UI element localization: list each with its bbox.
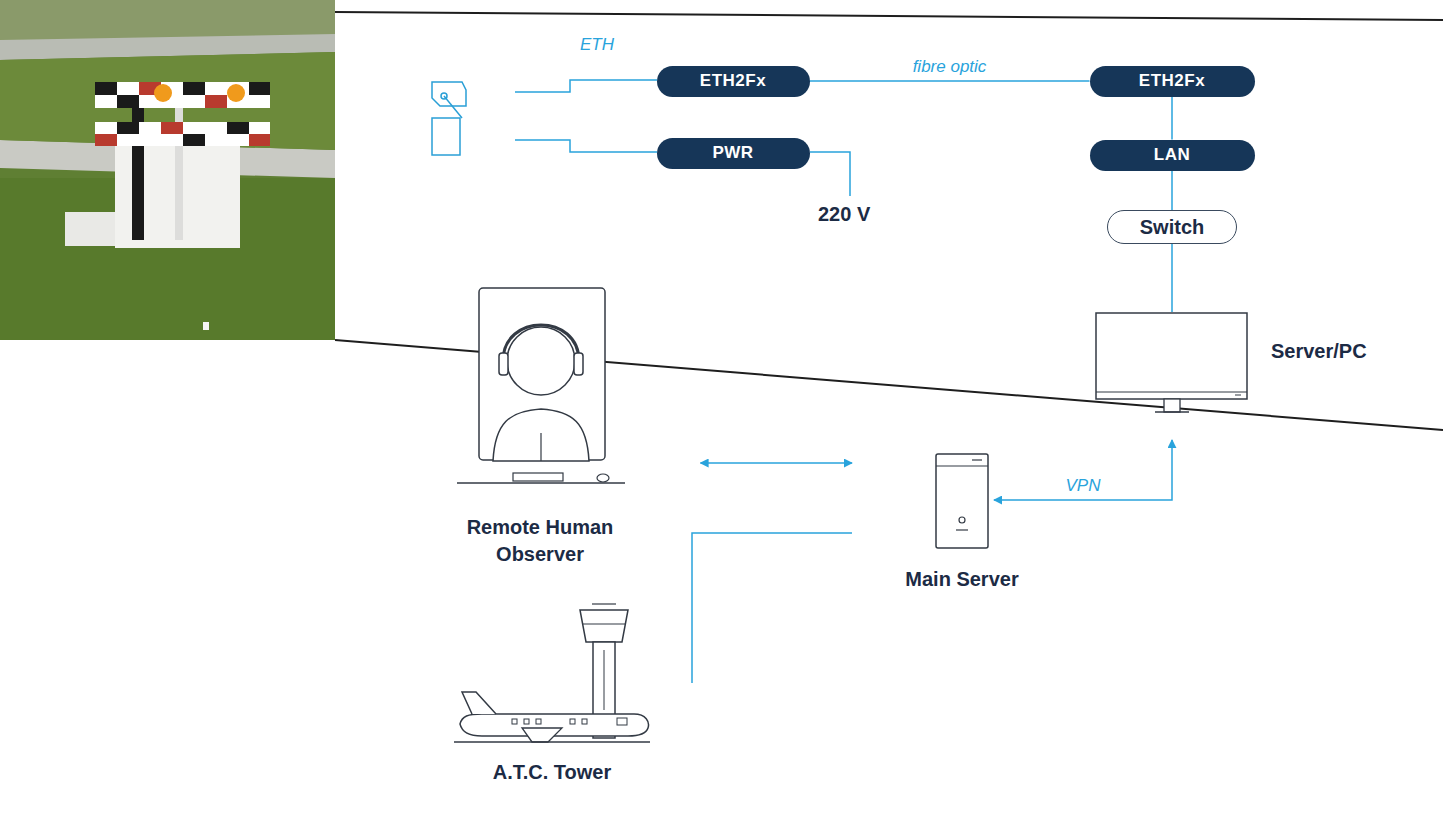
device-pill: PWR — [657, 138, 810, 169]
switch-pill: Switch — [1107, 210, 1237, 244]
edge-label: fibre optic — [913, 57, 987, 77]
node-label: Remote Human Observer — [458, 514, 623, 568]
connector — [1171, 97, 1173, 140]
device-pill: ETH2Fx — [1090, 66, 1255, 97]
camera-symbol — [432, 82, 466, 155]
wire — [515, 80, 850, 196]
node-label: Server/PC — [1271, 340, 1367, 363]
node-label: ETH2Fx — [700, 71, 766, 91]
signal-label: ETH — [580, 35, 614, 55]
main-server-node: Main Server — [905, 452, 1018, 591]
connector — [994, 440, 1172, 500]
connector — [1171, 171, 1173, 211]
node-label: Main Server — [905, 568, 1018, 591]
atc-tower-node: A.T.C. Tower — [452, 600, 652, 784]
connector — [1171, 244, 1173, 312]
edge-label: VPN — [1066, 476, 1101, 496]
server-pc-node: Server/PC — [1095, 312, 1367, 434]
device-pill: LAN — [1090, 140, 1255, 171]
voltage-label: 220 V — [818, 203, 870, 226]
node-label: A.T.C. Tower — [493, 761, 612, 784]
monitor-icon — [1095, 312, 1249, 434]
connector — [701, 462, 852, 464]
connector — [810, 80, 1090, 82]
tower-icon — [932, 452, 992, 556]
connector — [692, 533, 852, 683]
device-pill: ETH2Fx — [657, 66, 810, 97]
observer-icon — [453, 283, 628, 502]
node-label: PWR — [712, 143, 753, 163]
panel-border — [335, 12, 1443, 20]
observer-node: Remote Human Observer — [453, 283, 628, 568]
node-label: LAN — [1154, 145, 1190, 165]
atc-icon — [452, 600, 652, 749]
node-label: ETH2Fx — [1139, 71, 1205, 91]
node-label: Switch — [1140, 216, 1204, 239]
runway-photo — [0, 0, 335, 340]
